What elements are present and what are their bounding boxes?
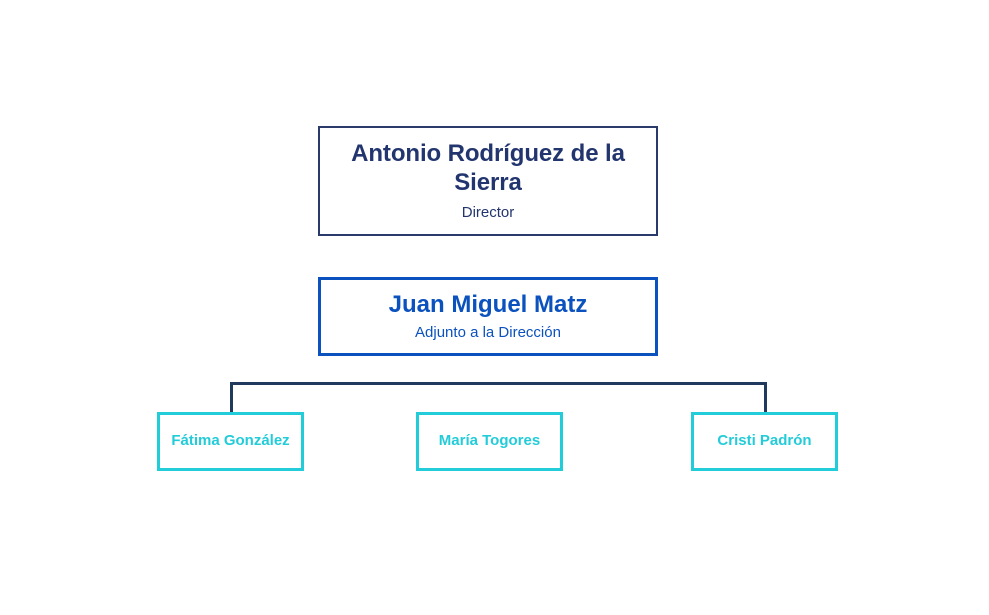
connector-drop-left	[230, 382, 233, 413]
org-node-team-member-1[interactable]: Fátima González	[157, 412, 304, 471]
org-node-team-member-3[interactable]: Cristi Padrón	[691, 412, 838, 471]
org-node-title: Adjunto a la Dirección	[415, 324, 561, 342]
org-node-adjunto[interactable]: Juan Miguel Matz Adjunto a la Dirección	[318, 277, 658, 356]
org-node-director[interactable]: Antonio Rodríguez de la Sierra Director	[318, 126, 658, 236]
connector-drop-right	[764, 382, 767, 413]
org-node-name: María Togores	[438, 432, 541, 450]
org-node-name: Cristi Padrón	[717, 432, 812, 450]
org-node-team-member-2[interactable]: María Togores	[416, 412, 563, 471]
org-node-name: Juan Miguel Matz	[388, 290, 588, 318]
org-node-name: Antonio Rodríguez de la Sierra	[351, 140, 625, 196]
connector-horizontal-bar	[230, 382, 767, 385]
org-node-title: Director	[461, 203, 515, 221]
org-node-name: Fátima González	[171, 432, 290, 450]
